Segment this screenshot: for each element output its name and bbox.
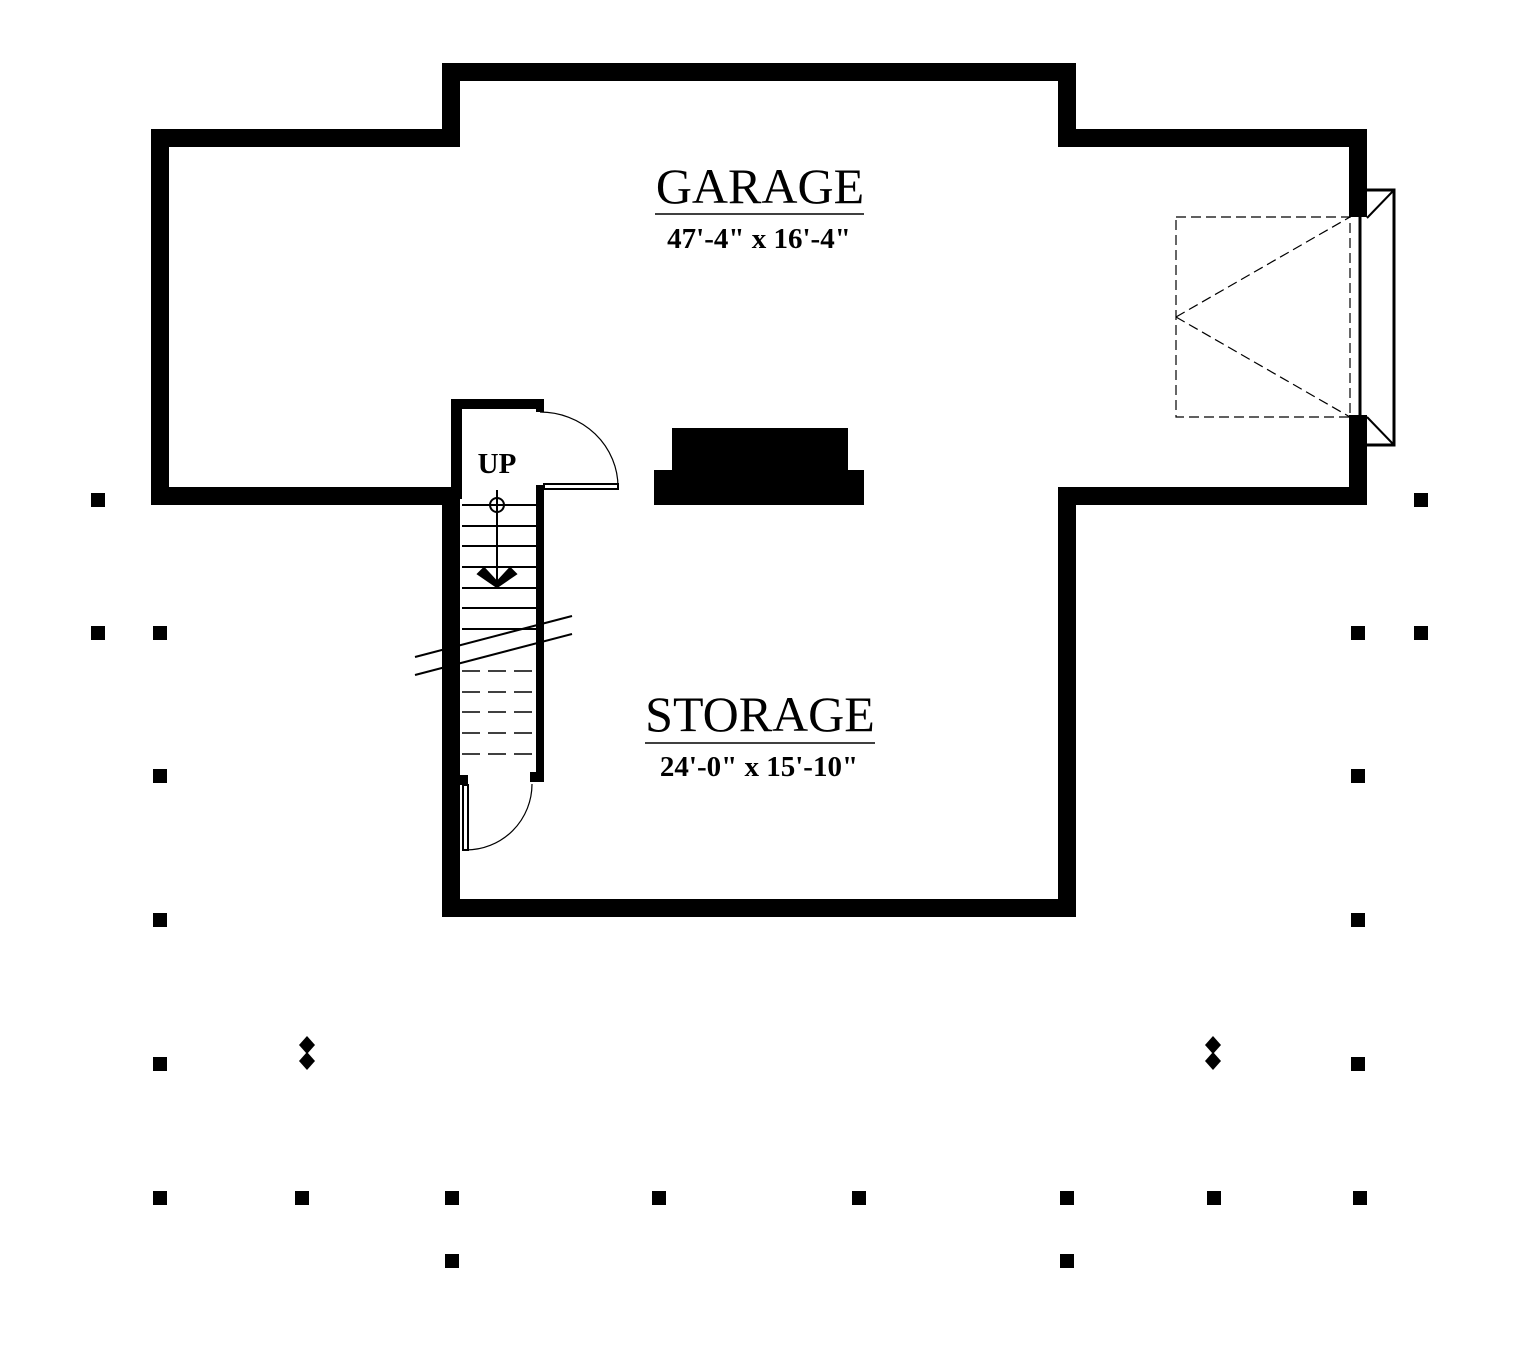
stair-up-label: UP bbox=[478, 448, 517, 480]
garage-door bbox=[1175, 180, 1396, 453]
column-marker bbox=[153, 1057, 167, 1071]
stair-direction-arrow bbox=[476, 490, 518, 589]
column-marker bbox=[1060, 1191, 1074, 1205]
fixture-block bbox=[654, 428, 864, 505]
stair-top-door bbox=[539, 411, 619, 490]
storage-label: STORAGE bbox=[645, 686, 875, 742]
column-marker bbox=[1351, 626, 1365, 640]
stair-bottom-door bbox=[462, 783, 533, 851]
garage-dimensions: 47'-4" x 16'-4" bbox=[667, 223, 851, 255]
column-marker bbox=[153, 1191, 167, 1205]
column-marker bbox=[852, 1191, 866, 1205]
column-marker bbox=[153, 913, 167, 927]
column-marker bbox=[1414, 626, 1428, 640]
column-marker bbox=[1207, 1191, 1221, 1205]
stair-treads-hidden bbox=[462, 670, 536, 755]
column-marker bbox=[91, 626, 105, 640]
column-marker bbox=[1351, 913, 1365, 927]
column-marker bbox=[652, 1191, 666, 1205]
column-marker bbox=[1351, 1057, 1365, 1071]
stair-break-lines bbox=[414, 615, 573, 676]
column-marker bbox=[445, 1254, 459, 1268]
column-marker bbox=[1353, 1191, 1367, 1205]
column-marker bbox=[153, 769, 167, 783]
column-marker bbox=[153, 626, 167, 640]
column-marker bbox=[295, 1191, 309, 1205]
column-marker bbox=[1351, 769, 1365, 783]
diamond-marker bbox=[1205, 1052, 1221, 1070]
columns bbox=[91, 493, 1428, 1268]
diamond-marker bbox=[299, 1052, 315, 1070]
column-marker bbox=[445, 1191, 459, 1205]
diamond-marker bbox=[1205, 1036, 1221, 1054]
column-marker bbox=[1060, 1254, 1074, 1268]
exterior-walls bbox=[151, 63, 1367, 917]
column-marker bbox=[91, 493, 105, 507]
diamond-marker bbox=[299, 1036, 315, 1054]
diamond-markers bbox=[299, 1036, 1221, 1070]
stair-treads bbox=[462, 504, 536, 630]
column-marker bbox=[1414, 493, 1428, 507]
stair-walls bbox=[451, 399, 544, 785]
storage-dimensions: 24'-0" x 15'-10" bbox=[660, 751, 858, 783]
garage-label: GARAGE bbox=[656, 158, 864, 214]
